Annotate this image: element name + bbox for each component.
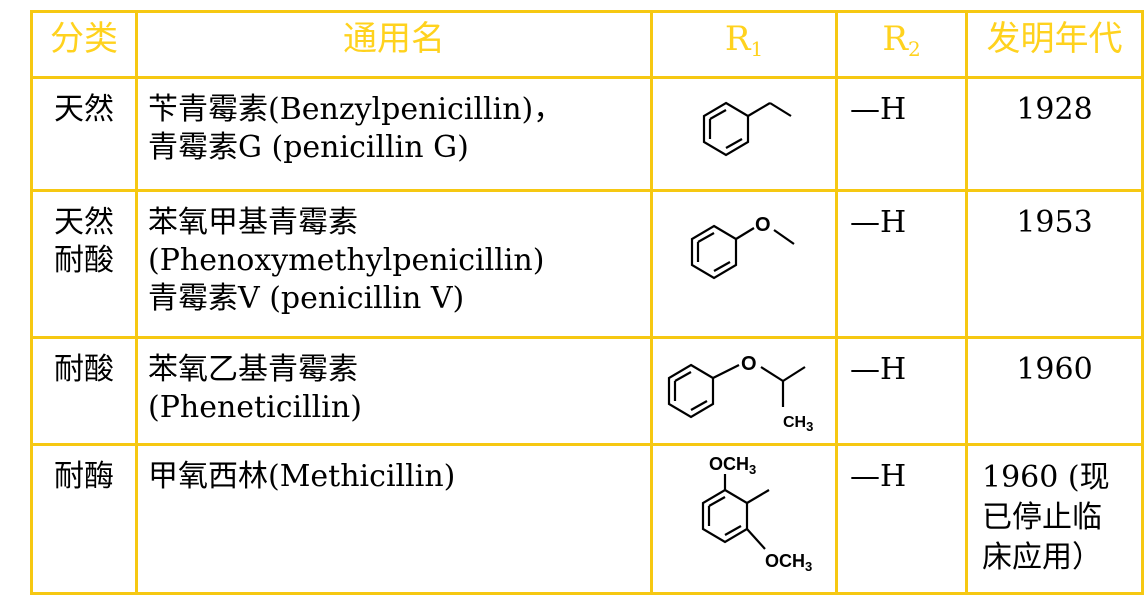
r2-value: —H — [850, 92, 907, 127]
r1-structure-cell: O — [650, 189, 838, 339]
year-text: 1960 — [1016, 352, 1093, 387]
table-row: 天然 苄青霉素(Benzylpenicillin)， 青霉素G (penicil… — [30, 76, 1144, 192]
table-row: 耐酶 甲氧西林(Methicillin) OCH3 — [30, 443, 1144, 595]
year-cell: 1928 — [965, 76, 1144, 192]
header-row: 分类 通用名 R1 R2 发明年代 — [30, 10, 1144, 79]
year-text: 1960 (现 — [982, 460, 1110, 495]
methoxy-label-bottom: OCH3 — [765, 551, 812, 574]
r1-structure-cell — [650, 76, 838, 192]
header-category: 分类 — [30, 10, 138, 79]
generic-name-line: 甲氧西林(Methicillin) — [148, 459, 456, 494]
dimethoxyphenyl-structure: OCH3 OCH3 — [701, 454, 812, 574]
header-r2: R2 — [835, 10, 968, 79]
phenoxyethyl-structure: O CH3 — [667, 353, 813, 434]
year-cell: 1960 — [965, 336, 1144, 446]
r2-cell: —H — [835, 189, 968, 339]
year-cell: 1960 (现 已停止临 床应用） — [965, 443, 1144, 595]
phenoxymethyl-structure: O — [690, 214, 795, 280]
r2-value: —H — [850, 205, 907, 240]
header-r2-base: R — [882, 19, 908, 59]
generic-name-line: 苯氧乙基青霉素 — [148, 352, 358, 387]
generic-name-cell: 苄青霉素(Benzylpenicillin)， 青霉素G (penicillin… — [135, 76, 653, 192]
r2-cell: —H — [835, 76, 968, 192]
r2-value: —H — [850, 459, 907, 494]
category-text: 耐酶 — [54, 459, 114, 494]
header-r1-sub: 1 — [750, 37, 764, 61]
year-text: 1953 — [1016, 205, 1093, 240]
r1-structure-cell: OCH3 OCH3 — [650, 443, 838, 595]
r2-cell: —H — [835, 336, 968, 446]
oxygen-label: O — [755, 214, 771, 236]
year-note: 已停止临 — [982, 500, 1102, 535]
header-invention-year: 发明年代 — [965, 10, 1144, 79]
r1-structure-cell: O CH3 — [650, 336, 838, 446]
table-row: 天然 耐酸 苯氧甲基青霉素 (Phenoxymethylpenicillin) … — [30, 189, 1144, 339]
generic-name-line: 苄青霉素(Benzylpenicillin)， — [148, 92, 564, 127]
generic-name-line: 苯氧甲基青霉素 — [148, 205, 358, 240]
header-r1-base: R — [724, 19, 751, 59]
header-r2-sub: 2 — [907, 37, 921, 61]
generic-name-cell: 苯氧甲基青霉素 (Phenoxymethylpenicillin) 青霉素V (… — [135, 189, 653, 339]
r2-value: —H — [850, 352, 907, 387]
category-cell: 耐酸 — [30, 336, 138, 446]
category-cell: 耐酶 — [30, 443, 138, 595]
generic-name-line: 青霉素G (penicillin G) — [148, 130, 469, 165]
generic-name-line: (Pheneticillin) — [148, 390, 362, 425]
oxygen-label: O — [741, 353, 757, 375]
generic-name-line: (Phenoxymethylpenicillin) — [148, 243, 545, 278]
penicillin-table: 分类 通用名 R1 R2 发明年代 天然 苄青霉素(Benzylpenicill… — [30, 10, 1144, 595]
year-cell: 1953 — [965, 189, 1144, 339]
r2-cell: —H — [835, 443, 968, 595]
category-text: 天然 — [54, 92, 114, 127]
category-text: 耐酸 — [54, 352, 114, 387]
category-text: 耐酸 — [54, 243, 114, 278]
header-generic-name: 通用名 — [135, 10, 653, 79]
methyl-label: CH3 — [783, 414, 813, 434]
methoxy-label-top: OCH3 — [709, 454, 756, 477]
year-note: 床应用） — [982, 540, 1102, 575]
header-r1: R1 — [650, 10, 838, 79]
category-text: 天然 — [54, 205, 114, 240]
category-cell: 天然 — [30, 76, 138, 192]
year-text: 1928 — [1016, 92, 1093, 127]
generic-name-line: 青霉素V (penicillin V) — [148, 281, 465, 316]
generic-name-cell: 苯氧乙基青霉素 (Pheneticillin) — [135, 336, 653, 446]
category-cell: 天然 耐酸 — [30, 189, 138, 339]
table-row: 耐酸 苯氧乙基青霉素 (Pheneticillin) — [30, 336, 1144, 446]
benzyl-structure — [702, 101, 792, 157]
generic-name-cell: 甲氧西林(Methicillin) — [135, 443, 653, 595]
